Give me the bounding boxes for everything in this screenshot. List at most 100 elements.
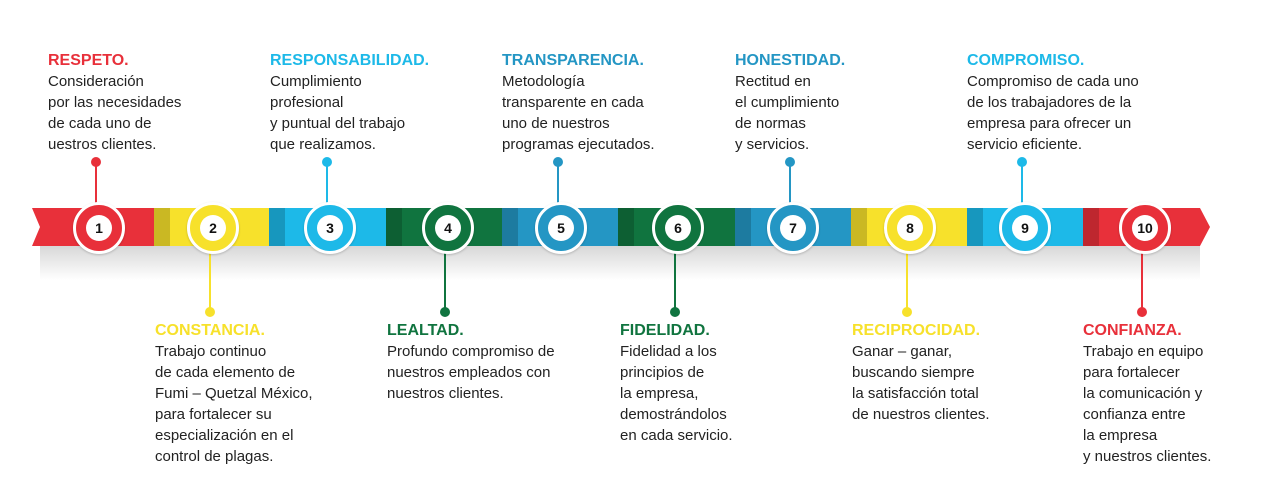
step-title: RESPONSABILIDAD. [270, 52, 430, 69]
step-title: HONESTIDAD. [735, 52, 846, 69]
step-text-line: Trabajo continuo [155, 343, 267, 360]
step-text-line: Fidelidad a los [620, 343, 717, 360]
step-title: COMPROMISO. [967, 52, 1085, 69]
step-text-line: empresa para ofrecer un [967, 115, 1132, 132]
step-description: COMPROMISO. Compromiso de cada uno de los … [967, 50, 1139, 155]
step-circle-1: 1 [73, 202, 125, 254]
step-title: CONSTANCIA. [155, 322, 265, 339]
step-text-line: nuestros empleados con [387, 364, 551, 381]
connector-line [789, 162, 791, 204]
segment-fade [851, 208, 867, 246]
step-text-line: especialización en el [155, 427, 294, 444]
step-text-line: Profundo compromiso de [387, 343, 555, 360]
step-text-line: Fumi – Quetzal México, [155, 385, 313, 402]
step-text-line: de cada elemento de [155, 364, 296, 381]
step-text-line: Ganar – ganar, [852, 343, 953, 360]
segment-fade [386, 208, 402, 246]
step-text-line: en cada servicio. [620, 427, 733, 444]
step-description: FIDELIDAD. Fidelidad a los principios de la… [620, 320, 733, 446]
step-circle-6: 6 [652, 202, 704, 254]
connector-line [1021, 162, 1023, 204]
step-title: CONFIANZA. [1083, 322, 1182, 339]
step-text-line: Consideración [48, 73, 144, 90]
step-text-line: demostrándolos [620, 406, 727, 423]
connector-dot [91, 157, 101, 167]
step-text-line: y servicios. [735, 136, 810, 153]
step-circle-8: 8 [884, 202, 936, 254]
segment-fade [967, 208, 983, 246]
connector-dot [1137, 307, 1147, 317]
step-number: 8 [897, 215, 923, 241]
step-number: 6 [665, 215, 691, 241]
connector-line [209, 248, 211, 312]
step-text-line: buscando siempre [852, 364, 975, 381]
step-text-line: Trabajo en equipo [1083, 343, 1204, 360]
step-text-line: Metodología [502, 73, 585, 90]
connector-line [95, 162, 97, 204]
step-number: 2 [200, 215, 226, 241]
step-number: 1 [86, 215, 112, 241]
step-number: 5 [548, 215, 574, 241]
step-title: LEALTAD. [387, 322, 464, 339]
connector-dot [1017, 157, 1027, 167]
segment-fade [269, 208, 285, 246]
connector-line [1141, 248, 1143, 312]
step-description: CONSTANCIA. Trabajo continuo de cada eleme… [155, 320, 313, 467]
step-text-line: el cumplimiento [735, 94, 840, 111]
segment-fade [735, 208, 751, 246]
step-text-line: confianza entre [1083, 406, 1186, 423]
step-circle-4: 4 [422, 202, 474, 254]
connector-dot [553, 157, 563, 167]
step-circle-7: 7 [767, 202, 819, 254]
step-description: LEALTAD. Profundo compromiso de nuestros e… [387, 320, 555, 404]
step-text-line: y nuestros clientes. [1083, 448, 1212, 465]
step-number: 4 [435, 215, 461, 241]
step-text-line: y puntual del trabajo [270, 115, 406, 132]
step-title: TRANSPARENCIA. [502, 52, 644, 69]
step-title: FIDELIDAD. [620, 322, 710, 339]
segment-fade [1083, 208, 1099, 246]
step-text-line: servicio eficiente. [967, 136, 1083, 153]
step-number: 10 [1132, 215, 1158, 241]
step-circle-10: 10 [1119, 202, 1171, 254]
step-text-line: Compromiso de cada uno [967, 73, 1139, 90]
connector-line [326, 162, 328, 204]
step-text-line: principios de [620, 364, 705, 381]
step-text-line: uno de nuestros [502, 115, 610, 132]
connector-line [906, 248, 908, 312]
step-circle-5: 5 [535, 202, 587, 254]
step-text-line: control de plagas. [155, 448, 274, 465]
step-text-line: la satisfacción total [852, 385, 979, 402]
step-text-line: profesional [270, 94, 344, 111]
step-number: 9 [1012, 215, 1038, 241]
step-description: RESPONSABILIDAD. Cumplimiento profesional y… [270, 50, 429, 155]
step-text-line: de cada uno de [48, 115, 152, 132]
step-number: 3 [317, 215, 343, 241]
step-circle-2: 2 [187, 202, 239, 254]
segment-fade [154, 208, 170, 246]
connector-dot [902, 307, 912, 317]
step-text-line: de normas [735, 115, 806, 132]
step-text-line: por las necesidades [48, 94, 182, 111]
connector-line [557, 162, 559, 204]
connector-line [444, 248, 446, 312]
step-text-line: que realizamos. [270, 136, 376, 153]
segment-fade [618, 208, 634, 246]
ribbon-shadow [40, 246, 1200, 280]
step-text-line: la empresa, [620, 385, 699, 402]
step-description: RECIPROCIDAD. Ganar – ganar, buscando siem… [852, 320, 990, 425]
step-text-line: Cumplimiento [270, 73, 362, 90]
step-text-line: para fortalecer su [155, 406, 272, 423]
step-circle-3: 3 [304, 202, 356, 254]
step-circle-9: 9 [999, 202, 1051, 254]
step-text-line: uestros clientes. [48, 136, 157, 153]
connector-dot [205, 307, 215, 317]
segment-fade [502, 208, 518, 246]
step-text-line: de los trabajadores de la [967, 94, 1132, 111]
step-title: RECIPROCIDAD. [852, 322, 981, 339]
step-text-line: la empresa [1083, 427, 1158, 444]
